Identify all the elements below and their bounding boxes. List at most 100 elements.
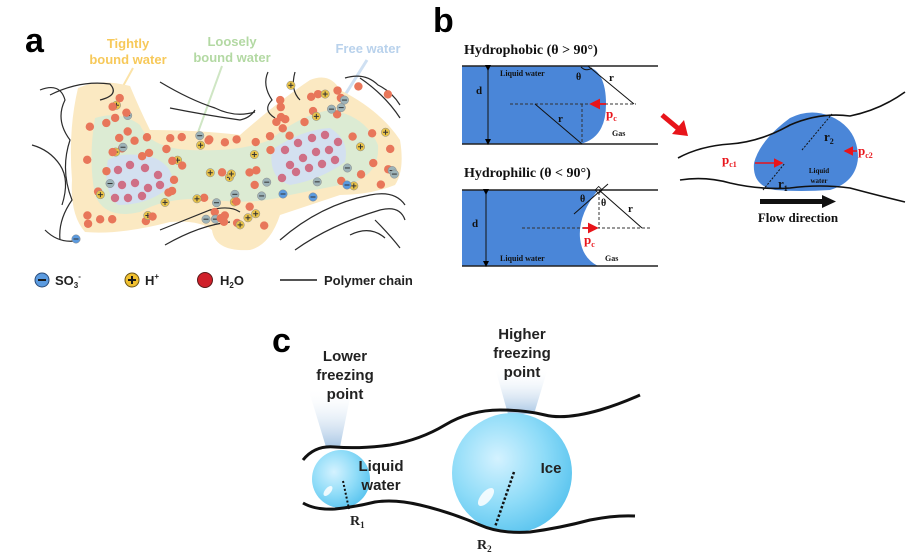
higher-beam [495,368,548,414]
hydrophilic-theta-outer: θ [580,194,585,205]
minus-glyph [341,99,347,101]
higher-label-1: Higher [498,326,546,343]
water-molecule [369,158,378,168]
water-molecule [123,127,132,136]
water-molecule [276,95,285,105]
free-water-molecule [117,180,127,190]
water-molecule [266,145,275,155]
lower-label-2: freezing [316,367,374,384]
water-molecule [285,131,294,140]
water-molecule [281,114,290,124]
ice-highlight [477,487,495,507]
plus-glyph [147,212,149,218]
plus-glyph [255,211,257,217]
water-molecule [367,129,377,138]
plus-glyph [324,91,326,97]
plus-glyph [290,82,292,88]
lower-beam [308,388,352,447]
free-water-molecule [143,183,153,193]
water-molecule [83,155,92,165]
water-molecule [278,124,287,133]
free-zone-left [106,154,173,205]
free-zone-right [271,128,346,185]
minus-glyph [314,181,320,183]
hydrophilic-liquid-label: Liquid water [500,254,545,263]
water-molecule [167,186,177,196]
water-molecule [102,118,111,128]
plus-glyph [359,144,361,150]
water-molecule [276,102,285,112]
transition-arrow-icon [672,120,688,136]
legend-sulfonate-label: SO3- [55,272,81,290]
plus-glyph [315,113,317,119]
water-molecule [354,82,363,91]
tangent-line [573,183,609,215]
water-molecule [245,168,254,177]
water-molecule [250,180,259,190]
plus-glyph [239,222,241,228]
water-molecule [300,117,309,127]
minus-glyph [203,218,209,220]
higher-label-3: point [504,364,541,381]
free-water-molecule [324,145,334,155]
water-molecule [232,135,241,144]
free-water-molecule [140,163,150,173]
lower-label-3: point [327,386,364,403]
water-molecule [122,108,131,117]
water-molecule [130,136,139,145]
plus-glyph [253,152,255,158]
panel-a: a Tightly bound water Loosely bound wate… [25,22,413,290]
legend-proton-label: H+ [145,272,159,288]
loosely-bound-label-line1: Loosely [207,34,257,49]
free-water-molecule [320,130,330,140]
water-molecule [386,144,395,154]
water-molecule [383,90,393,99]
pc1-label: pc1 [722,152,737,169]
flow-liquid-label-1: Liquid [809,167,829,175]
minus-glyph [73,238,79,240]
minus-glyph [120,146,126,148]
r1-label: r1 [778,176,788,193]
water-molecule [313,89,323,99]
minus-glyph [344,167,350,169]
minus-glyph [310,196,316,198]
plus-glyph [385,129,387,135]
hydrophilic-d: d [472,218,478,230]
minus-glyph [280,193,286,195]
free-water-molecule [280,145,290,155]
lower-label-1: Lower [323,348,367,365]
water-molecule [85,122,95,131]
particles [71,80,399,244]
water-molecule [142,133,152,142]
water-molecule [306,92,316,102]
water-molecule [144,148,154,158]
legend-polymer-label: Polymer chain [324,273,413,288]
water-molecule [220,138,230,147]
water-molecule [251,137,260,147]
minus-glyph [197,135,203,137]
free-water-molecule [298,153,308,163]
free-water-molecule [137,191,147,201]
loosely-bound-label-line2: bound water [193,50,270,65]
hydrophobic-diagram: Hydrophobic (θ > 90°) d Liquid water θ r… [462,43,658,145]
legend-item-sulfonate: SO3- [34,272,81,290]
R2-label: R2 [477,538,492,554]
free-water-molecule [110,193,120,203]
panel-c-letter: c [272,322,291,360]
water-molecule [168,156,177,166]
hydrophobic-water [462,66,606,144]
water-molecule [148,212,157,221]
minus-glyph [38,279,46,281]
hydrophobic-pc: pc [606,106,617,123]
legend-item-proton: H+ [124,272,159,288]
minus-glyph [232,193,238,195]
water-molecule [95,215,105,224]
free-water-label: Free water [335,41,400,56]
radius-line [534,103,583,145]
free-water-molecule [155,180,165,190]
flow-liquid-label-2: water [810,177,827,185]
hydrophilic-gas-label: Gas [605,254,618,263]
water-molecule [83,219,93,228]
water-molecule [259,221,269,230]
